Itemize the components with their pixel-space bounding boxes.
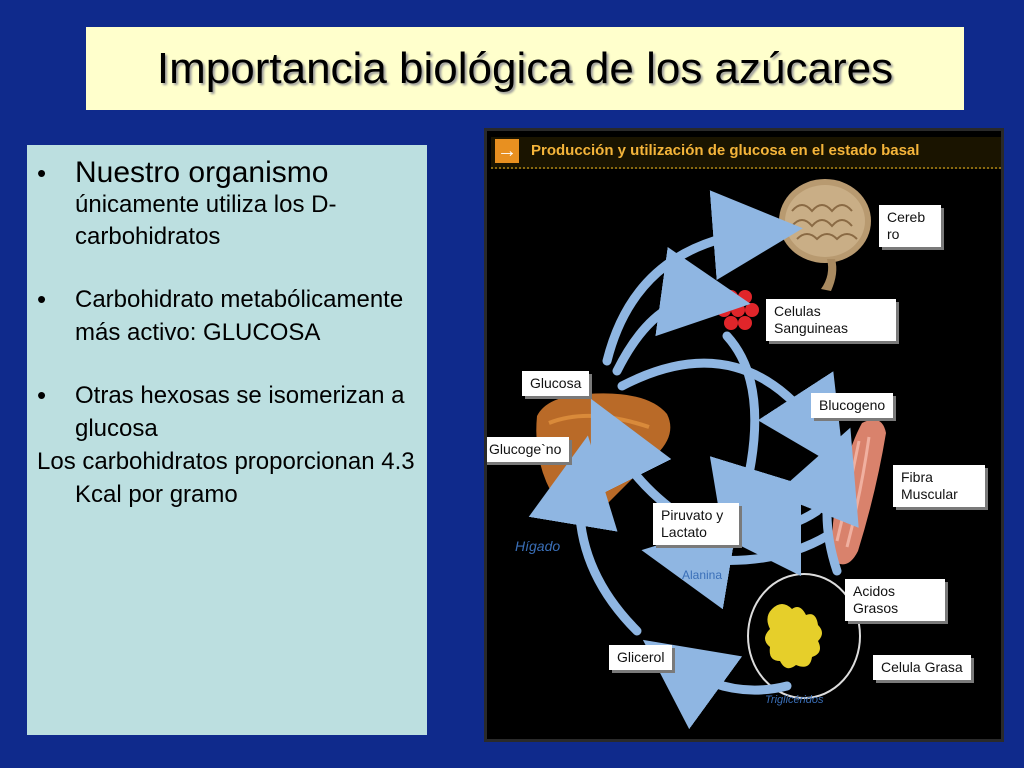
arrow-glicerol-to-liver [528, 435, 642, 636]
bullet-item: • Otras hexosas se isomerizan a glucosa [37, 379, 417, 445]
label-glicerol: Glicerol [609, 645, 673, 670]
label-celulas: Celulas Sanguineas [766, 299, 896, 341]
arrow-fat-to-muscle [775, 427, 859, 576]
label-celula-grasa: Celula Grasa [873, 655, 971, 680]
label-fibra: Fibra Muscular [893, 465, 985, 507]
bullet-text: Otras hexosas se isomerizan a glucosa [75, 382, 405, 442]
bullet-dot: • [37, 284, 47, 314]
figure-title: Producción y utilización de glucosa en e… [531, 142, 920, 159]
arrows-group [528, 190, 859, 730]
arrow-right-icon: → [495, 139, 519, 163]
label-blucogeno: Blucogeno [811, 393, 894, 418]
arrow-muscle-to-lactate [711, 485, 822, 576]
label-glucosa: Glucosa [522, 371, 590, 396]
bullet-dot: • [37, 158, 47, 188]
arrow-liver-to-blood [612, 247, 751, 376]
bullet-item: • Nuestro organismo únicamente utiliza l… [37, 157, 417, 253]
faint-label-trigliceridos: Triglicéridos [765, 694, 824, 706]
brain-icon [779, 179, 871, 291]
figure-header: → Producción y utilización de glucosa en… [491, 137, 1001, 169]
diagram-svg: Hígado Alanina Triglicéridos [515, 179, 886, 730]
diagram-figure: → Producción y utilización de glucosa en… [484, 128, 1004, 742]
faint-label-liver: Hígado [515, 538, 560, 554]
bullet-dot: • [37, 380, 47, 410]
muscle-fiber-icon [832, 419, 886, 565]
bullet-sub-text: únicamente utiliza los D-carbohidratos [75, 191, 337, 250]
paragraph-text: Los carbohidratos proporcionan 4.3 Kcal … [37, 448, 415, 508]
text-panel: • Nuestro organismo únicamente utiliza l… [27, 145, 427, 735]
label-cerebro: Cereb ro [879, 205, 941, 247]
blood-cells-icon [717, 290, 759, 330]
arrow-muscle-alanine [641, 520, 832, 610]
slide-title: Importancia biológica de los azúcares [156, 43, 894, 93]
arrow-fat-to-glicerol [642, 639, 792, 730]
label-glucogeno: Glucoge`no [487, 437, 570, 462]
bullet-item: • Carbohidrato metabólicamente más activ… [37, 283, 417, 349]
label-piruvato: Piruvato y Lactato [653, 503, 739, 545]
title-box: Importancia biológica de los azúcares [86, 27, 964, 110]
label-acidos: Acidos Grasos [845, 579, 945, 621]
faint-label-alanina: Alanina [682, 568, 722, 582]
bullet-main-text: Nuestro organismo [75, 156, 329, 189]
arrow-liver-to-muscle [617, 358, 845, 472]
fat-cell-icon [747, 573, 861, 699]
bullet-text: Carbohidrato metabólicamente más activo:… [75, 286, 404, 346]
